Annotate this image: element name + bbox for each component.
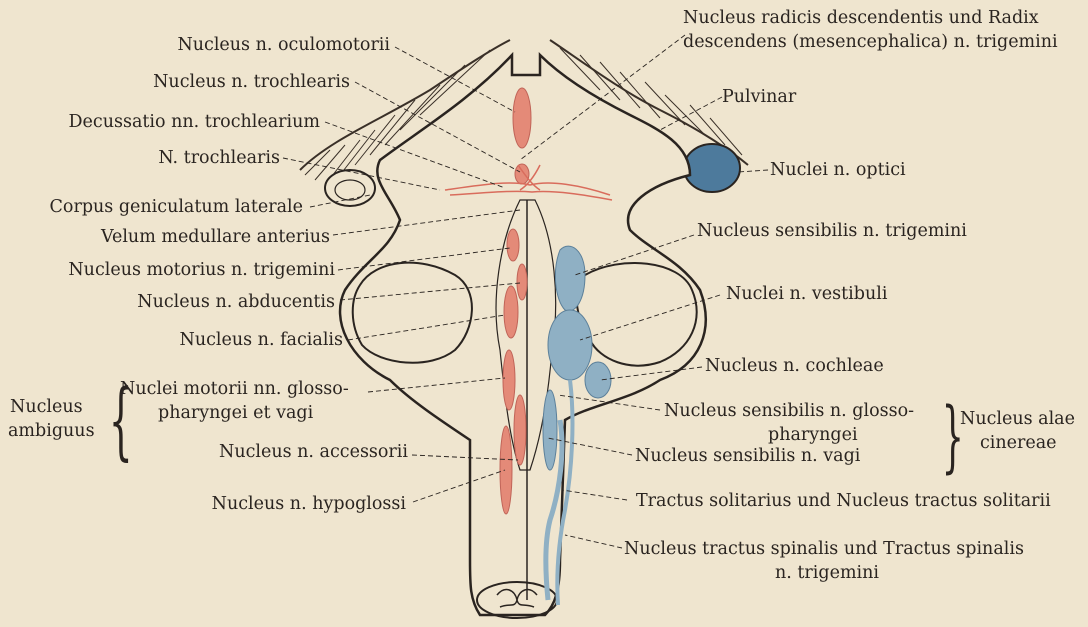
label-abducentis: Nucleus n. abducentis <box>137 292 335 312</box>
label-trochlearis-nucleus: Nucleus n. trochlearis <box>153 72 350 92</box>
oculomotor-nucleus <box>513 88 531 148</box>
accessory-nucleus <box>514 395 526 465</box>
label-alae-2: cinereae <box>980 433 1057 453</box>
label-solitarius: Tractus solitarius und Nucleus tractus s… <box>636 491 1051 511</box>
label-radicis-2: descendens (mesencephalica) n. trigemini <box>683 32 1058 52</box>
label-velum: Velum medullare anterius <box>101 227 330 247</box>
label-sensibilis-trigemini: Nucleus sensibilis n. trigemini <box>697 221 967 241</box>
label-decussatio: Decussatio nn. trochlearium <box>69 112 320 132</box>
label-pulvinar: Pulvinar <box>722 87 796 107</box>
facial-nucleus <box>504 286 518 338</box>
ambiguus-nucleus <box>503 350 515 410</box>
label-spinalis-1: Nucleus tractus spinalis und Tractus spi… <box>624 539 1024 559</box>
motor-trigeminal-nucleus <box>507 229 519 261</box>
abducens-nucleus <box>517 264 527 300</box>
label-motorii-glosso-2: pharyngei et vagi <box>158 403 313 423</box>
label-spinalis-2: n. trigemini <box>775 563 879 583</box>
label-facialis: Nucleus n. facialis <box>180 330 343 350</box>
vestibular-nuclei <box>548 310 592 380</box>
label-optici: Nuclei n. optici <box>770 160 906 180</box>
label-hypoglossi: Nucleus n. hypoglossi <box>212 494 406 514</box>
label-motorius-trigemini: Nucleus motorius n. trigemini <box>68 260 335 280</box>
left-brace: { <box>109 378 133 466</box>
label-geniculatum: Corpus geniculatum laterale <box>50 197 303 217</box>
sensory-trigeminal-nucleus <box>555 246 585 311</box>
label-motorii-glosso-1: Nuclei motorii nn. glosso- <box>120 379 349 399</box>
label-ambiguus-1: Nucleus <box>10 397 83 417</box>
corpus-geniculatum-laterale <box>325 170 375 206</box>
label-accessorii: Nucleus n. accessorii <box>219 442 408 462</box>
label-vestibuli: Nuclei n. vestibuli <box>726 284 887 304</box>
trochlear-nucleus <box>515 164 529 184</box>
label-sensibilis-glosso-2: pharyngei <box>768 425 858 445</box>
glossopharyngeal-sensory-nucleus <box>543 390 557 470</box>
label-trochlearis-nerve: N. trochlearis <box>158 148 280 168</box>
label-sensibilis-glosso-1: Nucleus sensibilis n. glosso- <box>664 401 914 421</box>
cochlear-nucleus <box>585 362 611 398</box>
label-sensibilis-vagi: Nucleus sensibilis n. vagi <box>635 446 860 466</box>
label-cochleae: Nucleus n. cochleae <box>705 356 884 376</box>
label-oculomotorii: Nucleus n. oculomotorii <box>177 35 390 55</box>
left-peduncle-cut <box>353 263 472 363</box>
nuclei-n-optici-shape <box>684 144 740 192</box>
label-radicis-1: Nucleus radicis descendentis und Radix <box>683 8 1039 28</box>
label-ambiguus-2: ambiguus <box>8 421 95 441</box>
label-alae-1: Nucleus alae <box>960 409 1075 429</box>
hypoglossal-nucleus <box>500 426 512 514</box>
